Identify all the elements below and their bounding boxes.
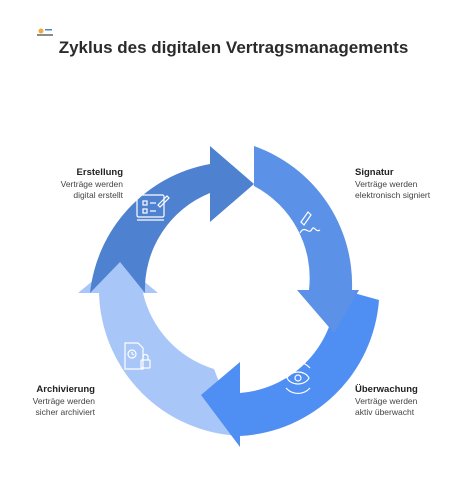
stage-signatur-title: Signatur [355, 167, 394, 178]
stage-erstellung-desc-2: digital erstellt [73, 190, 123, 200]
stage-ueberwachung-desc-2: aktiv überwacht [355, 407, 415, 417]
signature-icon [299, 211, 321, 234]
arc-archivierung [78, 260, 240, 436]
logo [36, 25, 54, 37]
stage-ueberwachung-desc-1: Verträge werden [355, 396, 418, 406]
stage-archivierung-title: Archivierung [36, 384, 95, 395]
archive-lock-icon [124, 342, 151, 370]
stage-signatur: Signatur Verträge werden elektronisch si… [355, 167, 467, 201]
stage-archivierung-desc-1: Verträge werden [32, 396, 95, 406]
arc-ueberwachung [201, 288, 379, 447]
stage-archivierung-desc-2: sicher archiviert [35, 407, 95, 417]
document-edit-icon [136, 194, 170, 221]
stage-erstellung-title: Erstellung [76, 167, 123, 178]
stage-signatur-desc-1: Verträge werden [355, 179, 418, 189]
stage-ueberwachung-title: Überwachung [355, 384, 418, 395]
stage-archivierung: Archivierung Verträge werden sicher arch… [0, 384, 95, 418]
eye-monitor-icon [285, 362, 311, 394]
stage-ueberwachung: Überwachung Verträge werden aktiv überwa… [355, 384, 467, 418]
arc-signatur [254, 146, 359, 333]
arc-erstellung [90, 146, 254, 293]
stage-erstellung: Erstellung Verträge werden digital erste… [0, 167, 123, 201]
stage-erstellung-desc-1: Verträge werden [60, 179, 123, 189]
stage-signatur-desc-2: elektronisch signiert [355, 190, 431, 200]
page-title: Zyklus des digitalen Vertragsmanagements [58, 38, 409, 57]
